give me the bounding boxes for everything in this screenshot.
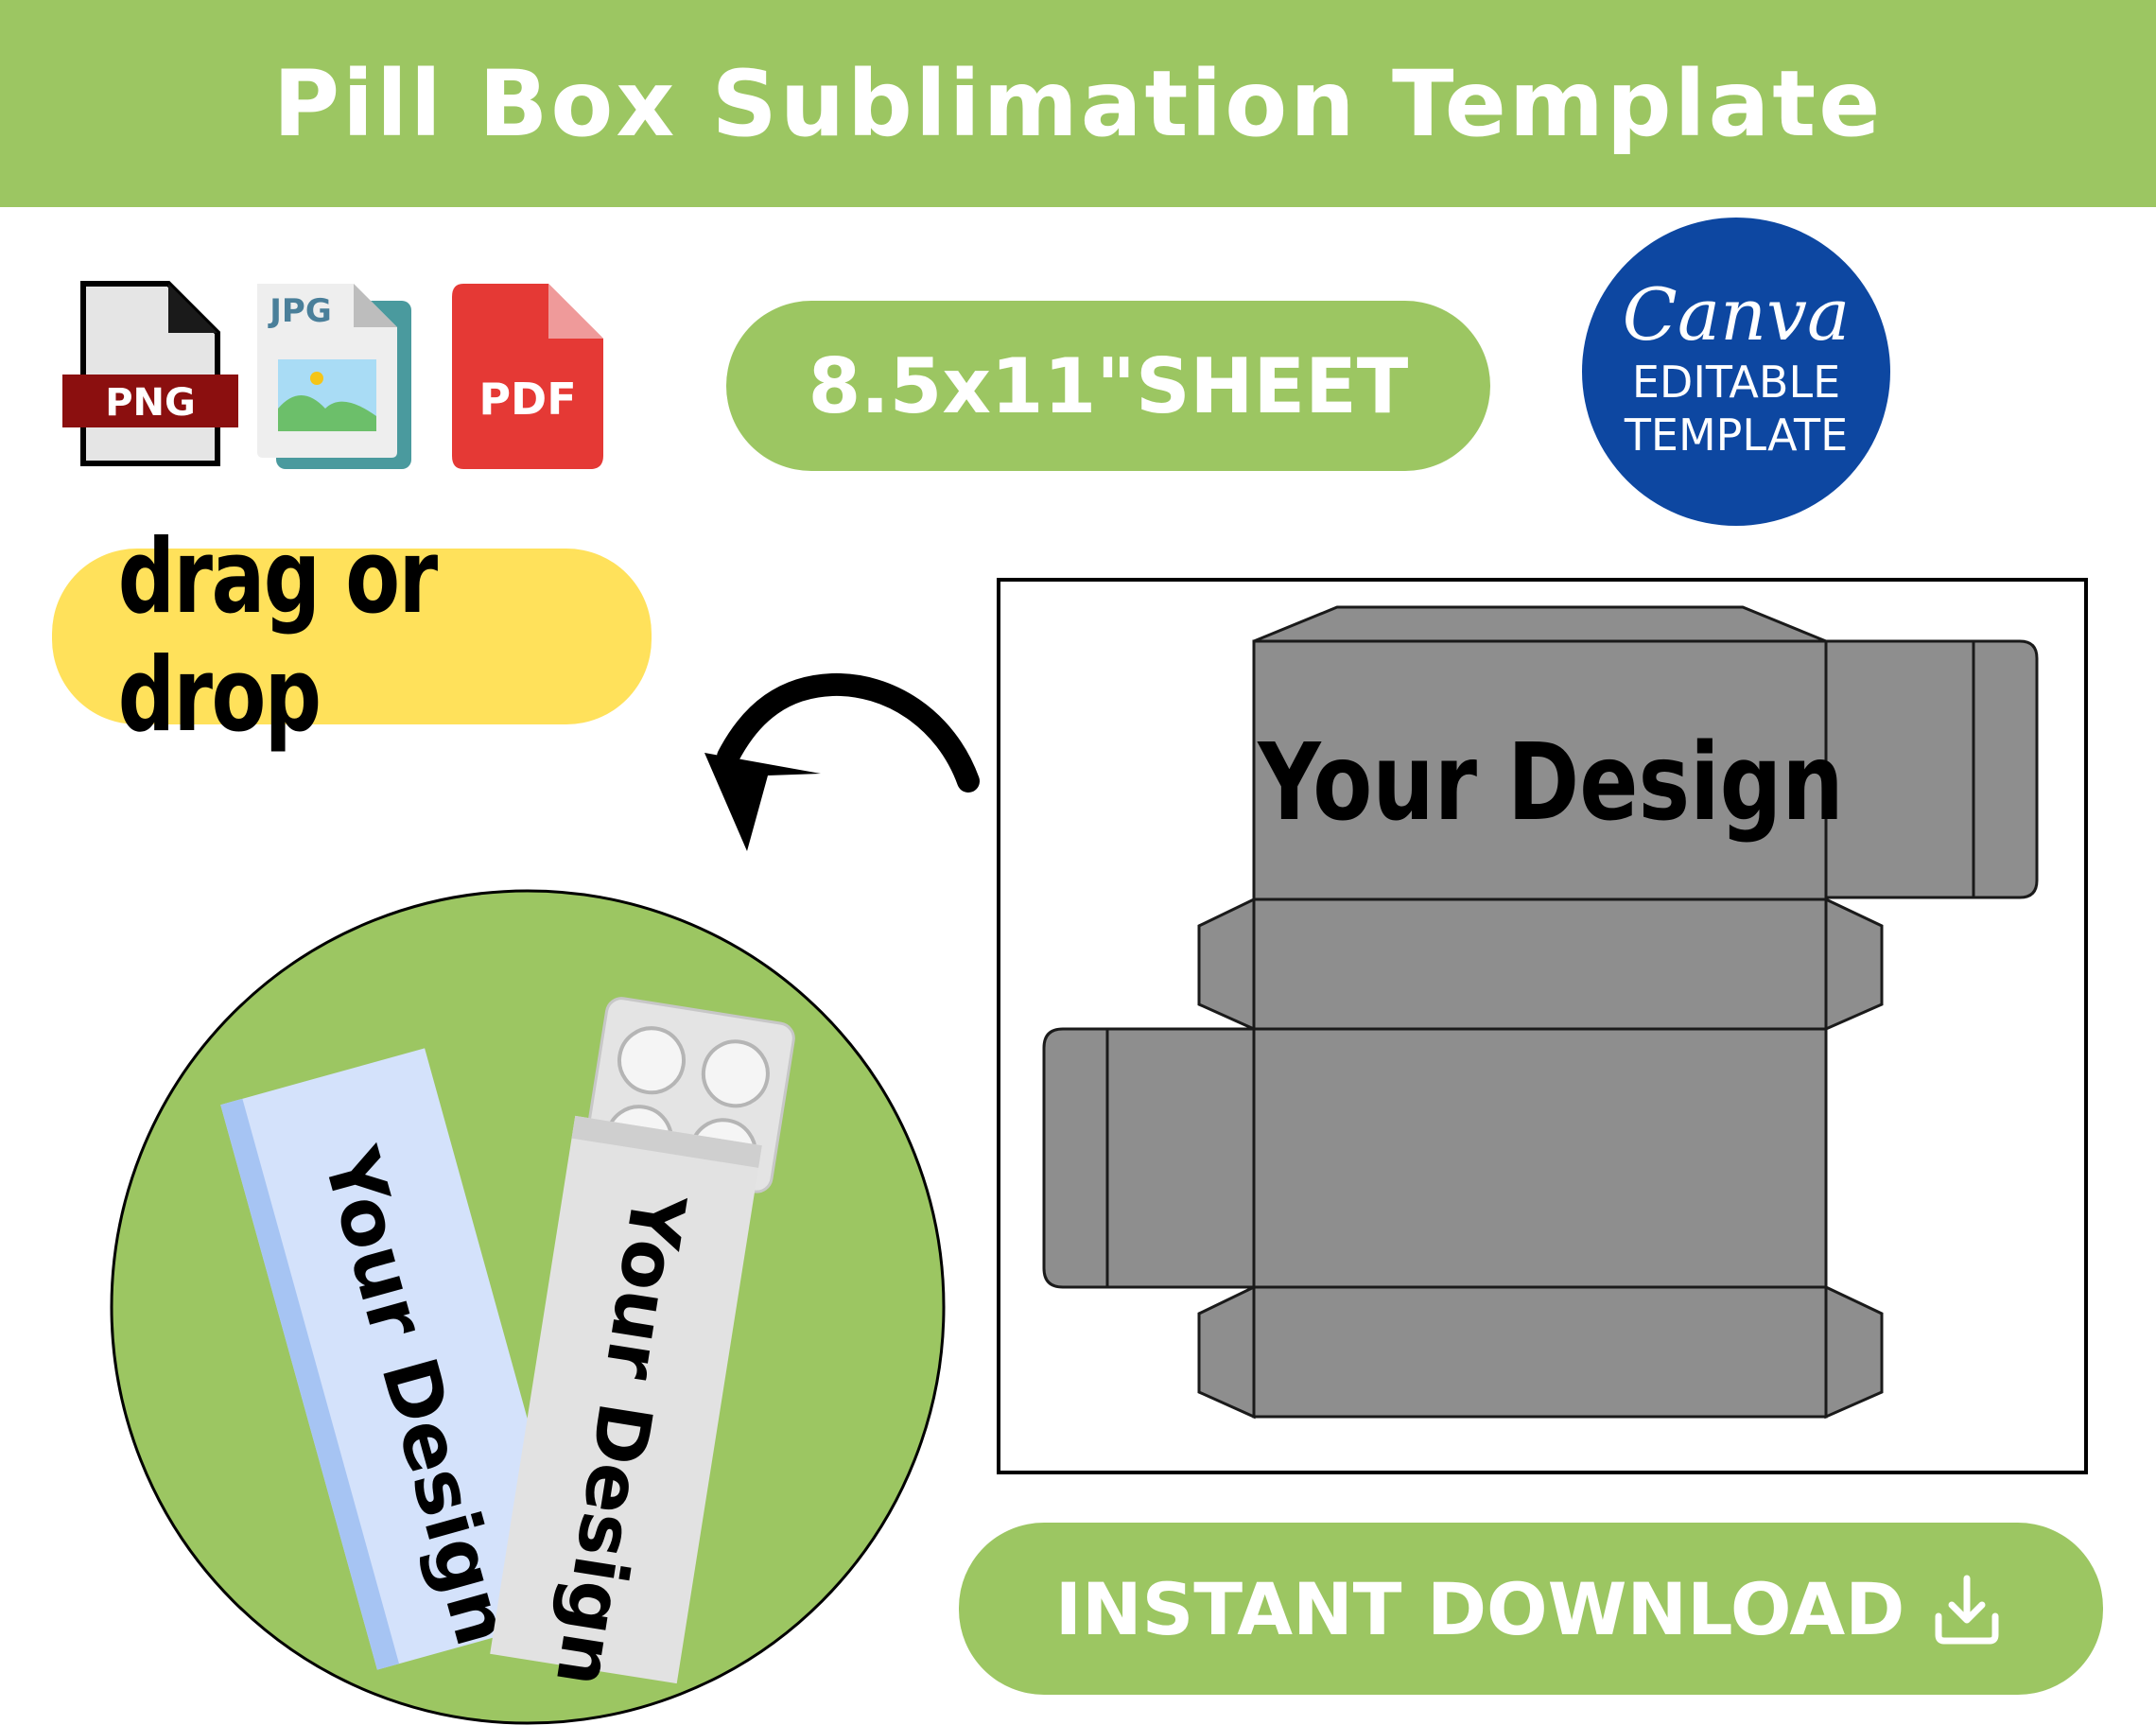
canva-logo: Canva <box>1622 272 1851 357</box>
jpg-file-icon: JPG <box>257 284 411 469</box>
pdf-label: PDF <box>478 374 576 425</box>
template-design-label: Your Design <box>1257 722 1843 845</box>
jpg-label: JPG <box>268 292 331 330</box>
png-file-icon: PNG <box>62 281 238 466</box>
canva-badge: Canva EDITABLE TEMPLATE <box>1582 218 1890 526</box>
box-net <box>1042 605 2039 1420</box>
download-icon <box>1935 1575 1999 1645</box>
drag-or-drop-text: drag or drop <box>117 518 438 755</box>
instant-download-button[interactable]: INSTANT DOWNLOAD <box>959 1523 2103 1695</box>
mockup-box-2: Your Design <box>490 1115 762 1693</box>
canva-template-text: TEMPLATE <box>1624 409 1849 461</box>
sheet-size-badge: 8.5x11"SHEET <box>726 301 1490 471</box>
png-label: PNG <box>105 381 196 425</box>
title-banner <box>0 0 2156 207</box>
page-title: Pill Box Sublimation Template <box>272 50 1884 157</box>
canva-editable-text: EDITABLE <box>1631 357 1841 408</box>
drag-or-drop-badge: drag or drop <box>52 518 652 755</box>
pdf-file-icon: PDF <box>452 284 603 469</box>
curved-arrow-icon <box>704 672 980 851</box>
instant-download-label: INSTANT DOWNLOAD <box>1054 1566 1905 1651</box>
